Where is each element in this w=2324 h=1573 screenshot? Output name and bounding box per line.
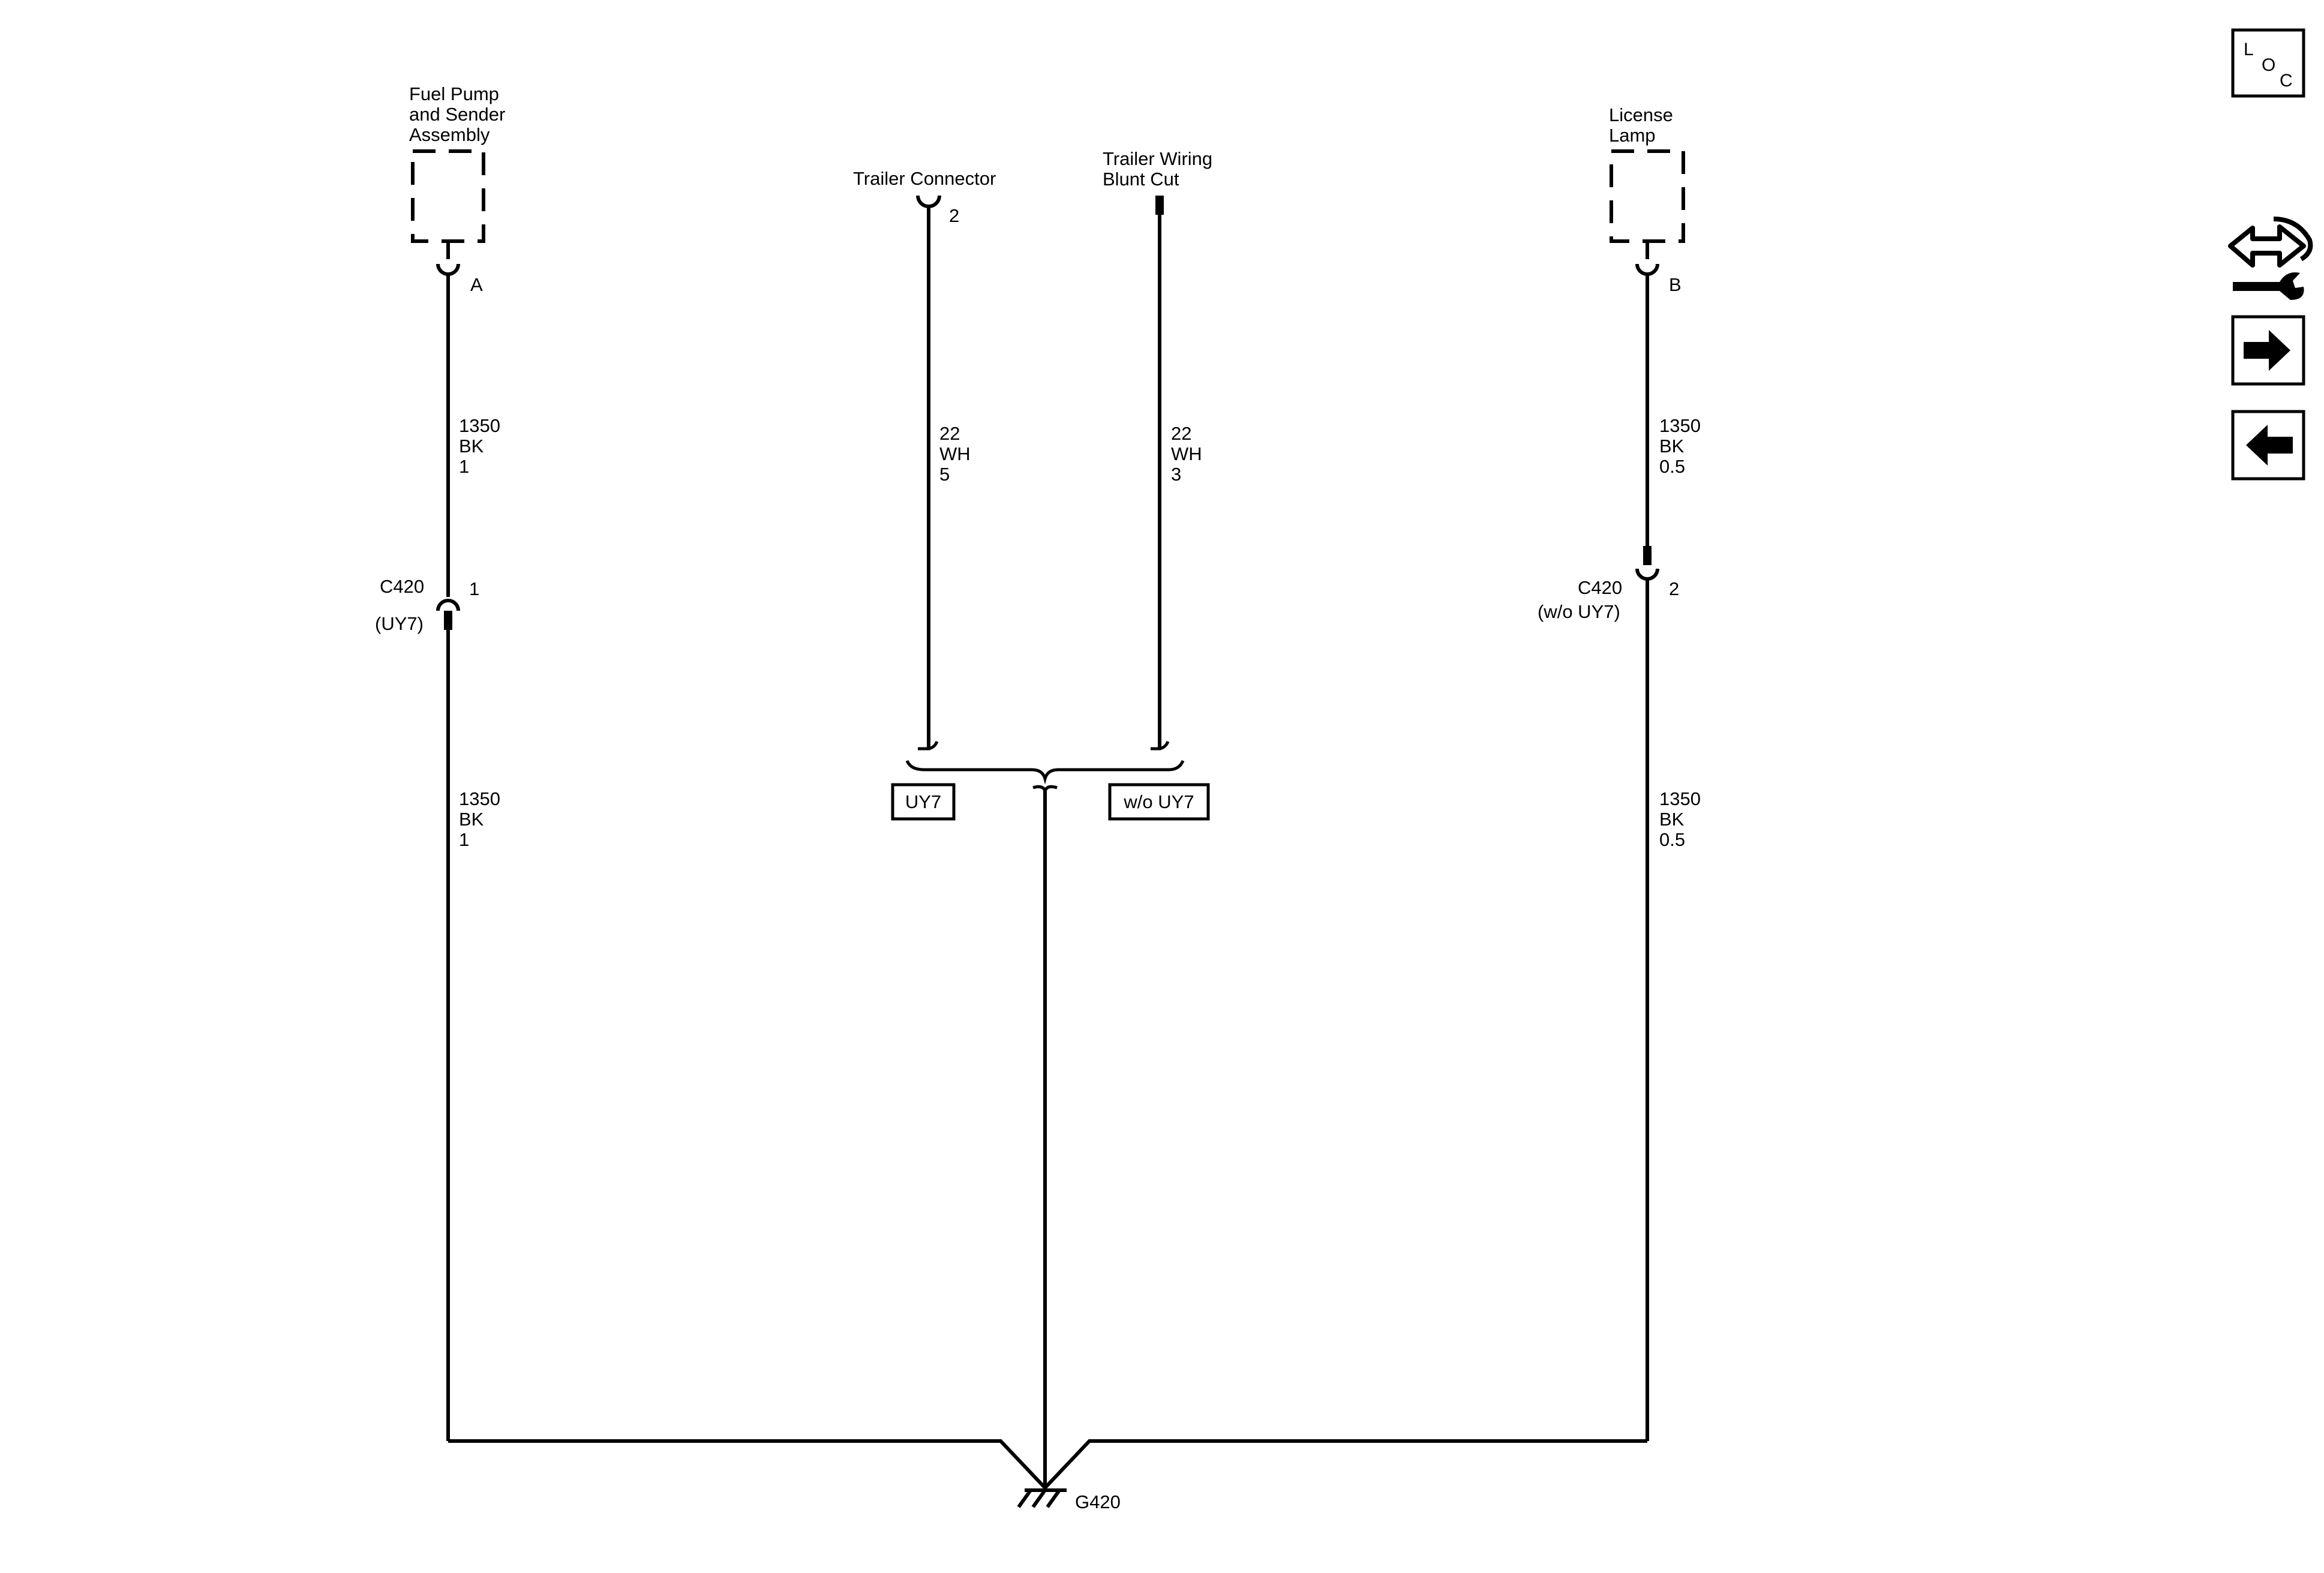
trailer-wiring-label-line1: Trailer Wiring (1103, 148, 1212, 169)
location-button[interactable] (2231, 28, 2305, 98)
svg-text:WH: WH (1171, 443, 1202, 464)
trailer-wiring-component: Trailer Wiring Blunt Cut (1103, 148, 1212, 215)
svg-text:BK: BK (459, 436, 484, 457)
svg-text:22: 22 (939, 423, 960, 444)
license-lamp-dashed-box (1610, 149, 1685, 243)
c420-right-name: C420 (1578, 577, 1622, 598)
c420-right-connector: C420 (w/o UY7) 2 (1538, 546, 1679, 622)
c420-right-female-terminal (1635, 568, 1659, 581)
fuel-pump-label-line2: and Sender (409, 104, 505, 125)
option-wo-uy7-box: w/o UY7 (1108, 783, 1210, 821)
svg-text:1350: 1350 (459, 788, 500, 809)
license-lamp-wire-lower-label: 1350 BK 0.5 (1659, 788, 1701, 850)
svg-text:L: L (2244, 40, 2254, 59)
c420-right-option: (w/o UY7) (1538, 601, 1620, 622)
trailer-connector-component: Trailer Connector 2 (853, 168, 996, 226)
option-brace (905, 760, 1185, 785)
next-arrow-icon[interactable] (2231, 315, 2305, 386)
license-lamp-label-line1: License (1609, 104, 1673, 125)
c420-left-connector: C420 (UY7) 1 (375, 576, 479, 634)
c420-left-option: (UY7) (375, 613, 424, 634)
c420-left-female-terminal (436, 599, 460, 611)
trailer-connector-pin-terminal (916, 195, 941, 208)
trailer-wiring-splice-mark (1151, 740, 1170, 751)
license-lamp-pin-terminal (1635, 263, 1659, 276)
connector-info-icon[interactable] (2228, 217, 2313, 300)
trailer-connector-splice-mark (918, 740, 939, 751)
trailer-wiring-wire-label: 22 WH 3 (1171, 423, 1202, 485)
option-uy7-label: UY7 (905, 791, 941, 812)
svg-text:BK: BK (459, 809, 484, 830)
fuel-pump-wire-upper-label: 1350 BK 1 (459, 415, 500, 477)
trailer-connector-wire-label: 22 WH 5 (939, 423, 971, 485)
previous-arrow-icon[interactable] (2231, 410, 2305, 481)
c420-left-name: C420 (380, 576, 424, 597)
svg-text:1350: 1350 (1659, 788, 1701, 809)
svg-text:22: 22 (1171, 423, 1191, 444)
license-lamp-wire-upper-label: 1350 BK 0.5 (1659, 415, 1701, 477)
svg-text:C: C (2280, 71, 2293, 91)
svg-text:BK: BK (1659, 809, 1685, 830)
svg-text:O: O (2262, 55, 2275, 75)
trailer-connector-label: Trailer Connector (853, 168, 996, 189)
license-lamp-component: License Lamp B (1609, 104, 1685, 295)
svg-text:WH: WH (939, 443, 971, 464)
ground-g420-symbol: G420 (1017, 1488, 1121, 1512)
trailer-connector-pin-label: 2 (949, 205, 959, 226)
option-wo-uy7-label: w/o UY7 (1123, 791, 1194, 812)
svg-text:1350: 1350 (459, 415, 500, 436)
c420-left-pin: 1 (469, 578, 479, 599)
fuel-pump-pin-label: A (470, 274, 483, 295)
fuel-pump-pin-terminal (436, 263, 460, 276)
svg-text:1: 1 (459, 829, 469, 850)
center-splice-mark (1032, 785, 1058, 795)
fuel-pump-label-line1: Fuel Pump (409, 83, 499, 104)
svg-text:BK: BK (1659, 436, 1685, 457)
fuel-pump-dashed-box (411, 149, 485, 243)
svg-text:0.5: 0.5 (1659, 829, 1685, 850)
svg-text:1350: 1350 (1659, 415, 1701, 436)
fuel-pump-wire-lower-label: 1350 BK 1 (459, 788, 500, 850)
license-lamp-label-line2: Lamp (1609, 125, 1656, 146)
svg-text:0.5: 0.5 (1659, 456, 1685, 477)
ground-bus-wire (448, 1439, 1647, 1491)
svg-text:1: 1 (459, 456, 469, 477)
location-icon[interactable]: L O C (2231, 28, 2305, 98)
option-uy7-box: UY7 (891, 783, 956, 821)
svg-text:3: 3 (1171, 464, 1181, 485)
fuel-pump-component: Fuel Pump and Sender Assembly A (409, 83, 505, 295)
c420-right-pin: 2 (1669, 578, 1679, 599)
fuel-pump-label-line3: Assembly (409, 124, 490, 145)
trailer-wiring-label-line2: Blunt Cut (1103, 169, 1179, 190)
license-lamp-pin-label: B (1669, 274, 1682, 295)
ground-label: G420 (1075, 1491, 1121, 1512)
svg-text:5: 5 (939, 464, 950, 485)
